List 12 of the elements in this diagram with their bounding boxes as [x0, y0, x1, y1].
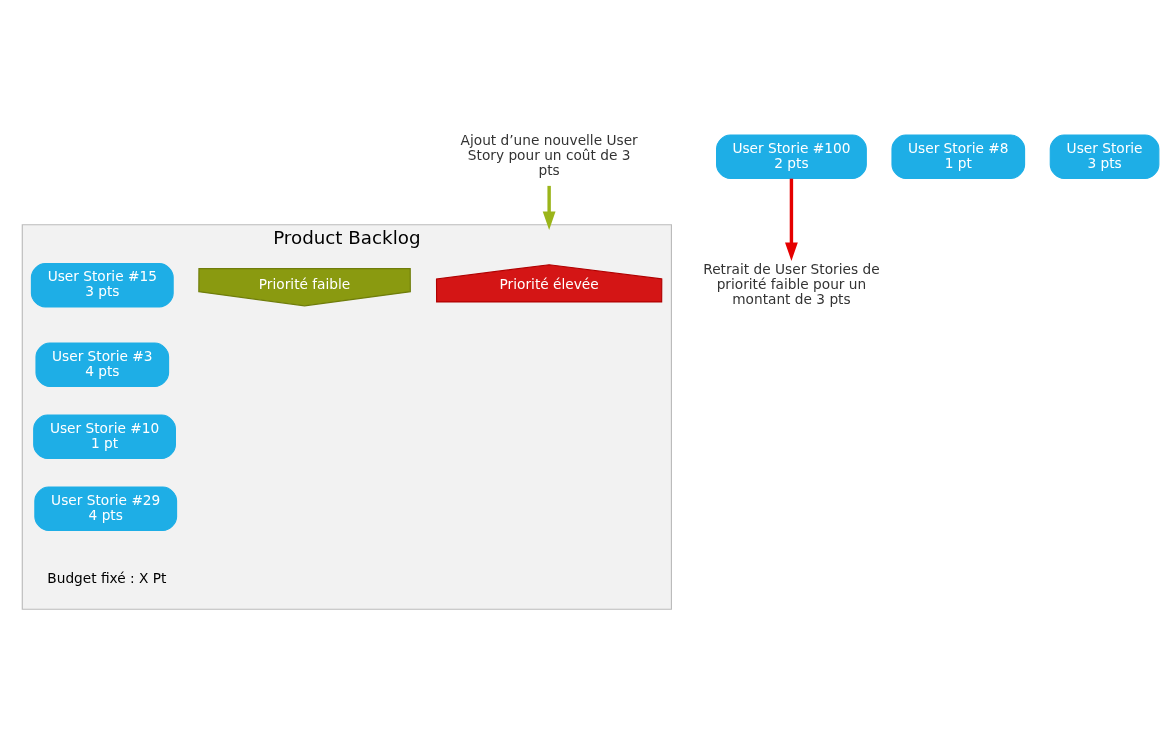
node-box: User Storie #15 3 pts	[30, 262, 174, 308]
node-box: User Storie #100 2 pts	[716, 133, 867, 179]
node-text: Retrait de User Stories de priorité faible pour un montant de 3 pts	[703, 260, 880, 307]
arrow	[785, 178, 798, 261]
node-box: User Storie #3 4 pts	[35, 341, 170, 387]
node-box: User Storie #29 4 pts	[34, 485, 178, 531]
label: Budget fixé : X Pt	[47, 569, 167, 586]
node-box: User Storie 3 pts	[1049, 133, 1160, 179]
arrow	[542, 185, 556, 230]
node-box: User Storie #8 1 pt	[891, 133, 1026, 179]
node-box: User Storie #10 1 pt	[33, 413, 176, 459]
node-text: Ajout d’une nouvelle User Story pour un coût de 3 pts	[460, 131, 638, 178]
